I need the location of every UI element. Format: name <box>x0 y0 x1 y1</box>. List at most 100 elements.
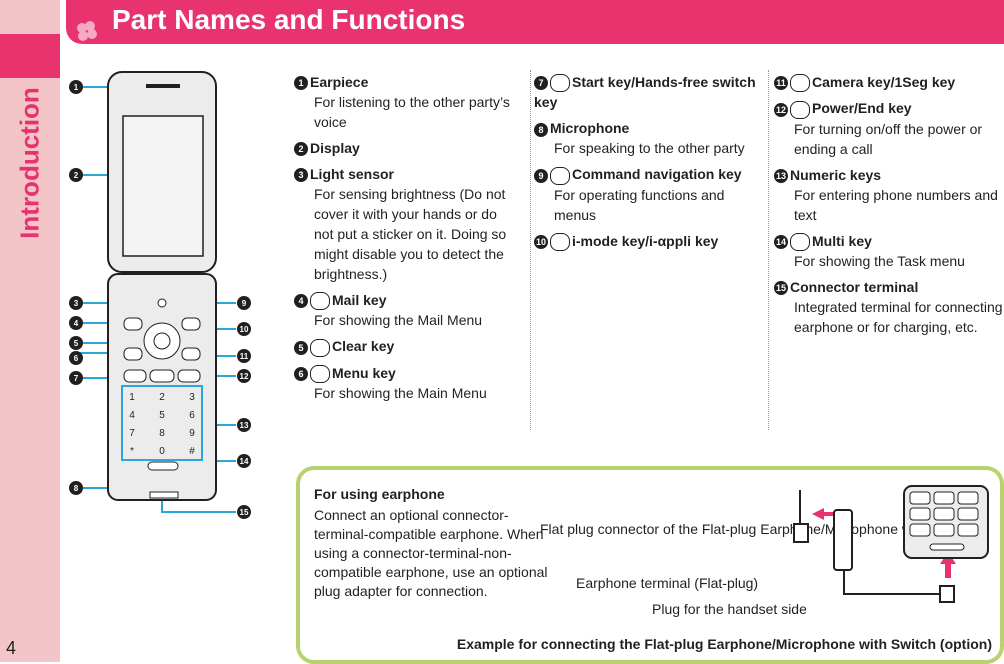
numeric-key-label: 2 <box>159 392 165 403</box>
part-number: 10 <box>534 234 548 249</box>
callout-9: 9 <box>242 299 247 308</box>
imode-key-icon <box>550 232 570 251</box>
part-title: Start key/Hands-free switch key <box>534 74 756 111</box>
part-number: 15 <box>774 281 788 296</box>
callout-12: 12 <box>240 372 249 381</box>
part-title: Earpiece <box>310 74 369 90</box>
part-number: 3 <box>294 168 308 183</box>
camera-key-icon <box>790 74 810 93</box>
part-description: Integrated terminal for connecting earph… <box>794 298 1003 335</box>
part-description: For showing the Mail Menu <box>314 312 483 329</box>
part-number: 14 <box>774 234 788 249</box>
part-number: 7 <box>534 76 548 91</box>
numeric-key-label: 3 <box>189 392 195 403</box>
earphone-terminal-label: Earphone terminal (Flat-plug) <box>576 575 759 591</box>
part-title: Mail key <box>332 292 387 308</box>
earphone-body: Connect an optional connector-terminal-c… <box>314 507 548 599</box>
callout-10: 10 <box>240 325 249 334</box>
callout-15: 15 <box>240 508 249 517</box>
part-title: Microphone <box>550 120 630 137</box>
part-number: 1 <box>294 76 308 91</box>
clover-icon <box>77 21 97 41</box>
part-title: Numeric keys <box>790 166 882 183</box>
part-item-10: 10 i-mode key/i-αppli key <box>534 231 760 251</box>
numeric-key-label: 7 <box>129 428 135 439</box>
part-number: 6 <box>294 366 308 381</box>
part-title: Menu key <box>332 364 396 381</box>
callout-13: 13 <box>240 421 249 430</box>
callout-14: 14 <box>240 457 249 466</box>
numeric-key-label: 0 <box>159 446 165 457</box>
start-key-icon <box>550 74 570 93</box>
part-description: For turning on/off the power or ending a… <box>794 120 983 157</box>
part-title: Power/End key <box>812 100 912 117</box>
part-number: 9 <box>534 168 548 183</box>
callout-4: 4 <box>74 319 79 328</box>
callout-11: 11 <box>240 352 249 361</box>
part-description: For speaking to the other party <box>554 140 745 157</box>
part-number: 8 <box>534 122 548 137</box>
side-tab: Introduction 4 <box>0 0 60 662</box>
callout-8: 8 <box>74 484 79 493</box>
multi-key-icon <box>790 232 810 251</box>
mail-key-icon <box>310 292 330 311</box>
part-title: Connector terminal <box>790 278 919 295</box>
part-title: Clear key <box>332 338 395 355</box>
part-title: Command navigation key <box>572 166 742 183</box>
earphone-box: For using earphone Connect an optional c… <box>296 466 1004 664</box>
part-number: 2 <box>294 142 308 157</box>
power-key-icon <box>790 100 810 119</box>
menu-key-icon <box>310 364 330 383</box>
part-number: 4 <box>294 294 308 309</box>
callout-1: 1 <box>74 83 79 92</box>
part-title: i-mode key/i-αppli key <box>572 232 719 249</box>
numeric-key-label: # <box>189 446 195 457</box>
column-divider <box>768 70 769 430</box>
part-title: Light sensor <box>310 166 395 182</box>
part-title: Camera key/1Seg key <box>812 74 956 90</box>
numeric-key-label: 4 <box>129 410 135 421</box>
numeric-key-label: 6 <box>189 410 195 421</box>
header-bar <box>66 0 1004 44</box>
page-number: 4 <box>6 638 17 658</box>
part-description: For showing the Task menu <box>794 252 965 269</box>
part-number: 5 <box>294 340 308 355</box>
numeric-key-label: 9 <box>189 428 195 439</box>
side-tab-accent <box>0 34 60 78</box>
part-description: For operating functions and menus <box>554 186 725 223</box>
callout-2: 2 <box>74 171 79 180</box>
earphone-footer: Example for connecting the Flat-plug Ear… <box>456 636 992 652</box>
column-divider <box>530 70 531 430</box>
section-label: Introduction <box>14 87 45 239</box>
part-description: For sensing brightness (Do not cover it … <box>314 186 507 282</box>
numeric-key-label: * <box>130 446 134 457</box>
callout-markers <box>69 80 251 519</box>
part-description: For entering phone numbers and text <box>794 186 998 223</box>
part-title: Multi key <box>812 232 872 249</box>
numeric-key-label: 8 <box>159 428 165 439</box>
part-description: For showing the Main Menu <box>314 384 487 401</box>
callout-7: 7 <box>74 374 79 383</box>
part-item-5: 5 Clear key <box>294 336 518 357</box>
part-number: 11 <box>774 76 788 91</box>
clear-key-icon <box>310 338 330 357</box>
flat-plug-label: Flat plug connector of the Flat-plug Ear… <box>540 521 972 537</box>
callout-6: 6 <box>74 354 79 363</box>
numeric-key-label: 5 <box>159 410 165 421</box>
earphone-diagram <box>793 485 989 603</box>
part-item-11: 11 Camera key/1Seg key <box>774 72 1004 93</box>
nav-key-icon <box>550 166 570 185</box>
